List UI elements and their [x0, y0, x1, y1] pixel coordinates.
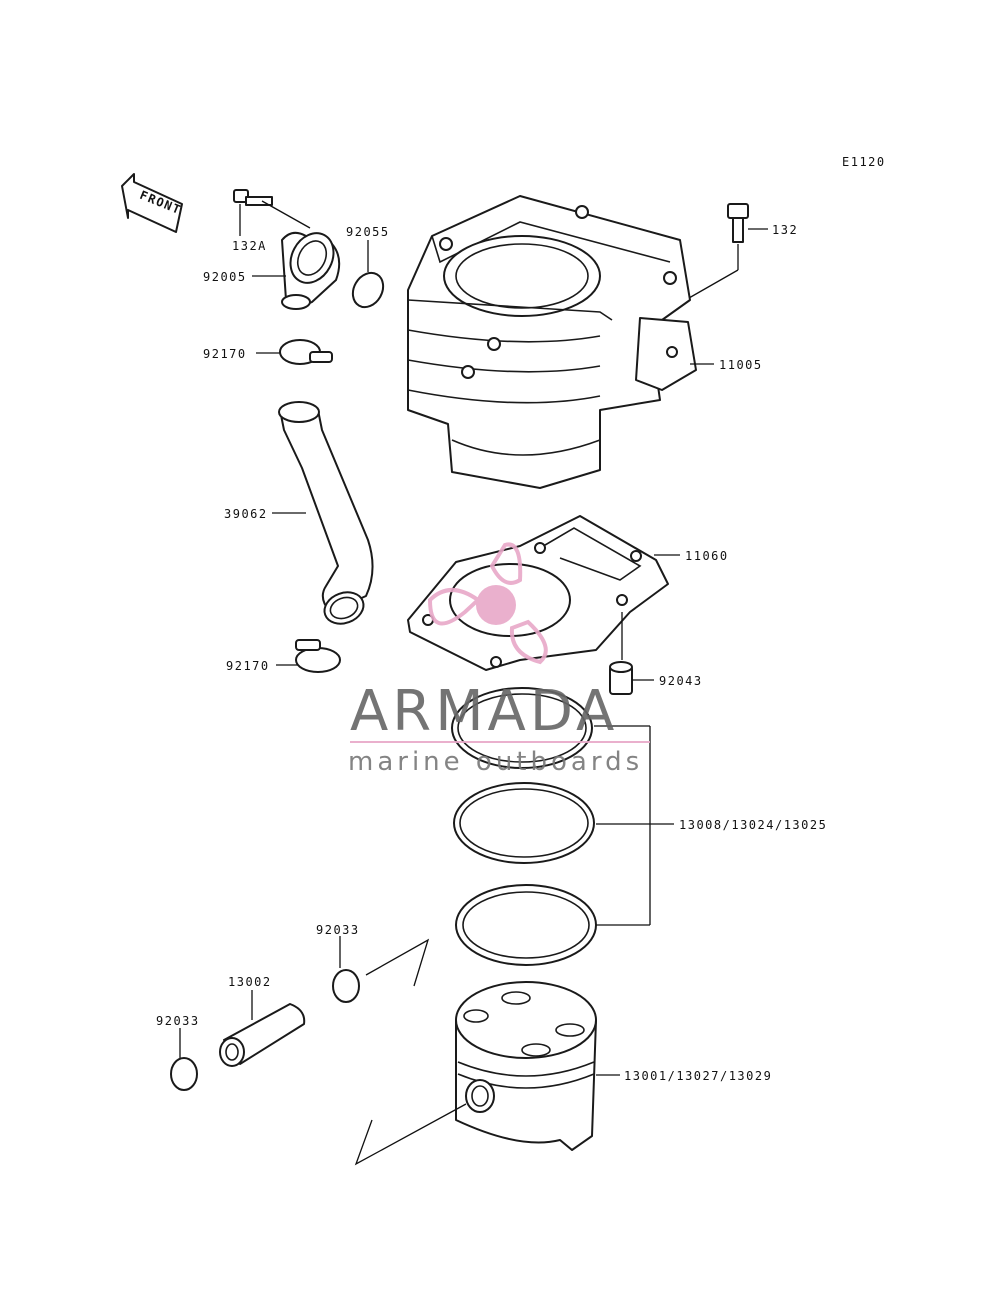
- label-92170-bottom: 92170: [226, 659, 270, 673]
- watermark-logo: ARMADA marine outboards: [348, 542, 650, 777]
- label-92055: 92055: [346, 225, 390, 239]
- circlip-92033-upper: [332, 969, 360, 1003]
- label-92170-top: 92170: [203, 347, 247, 361]
- label-39062: 39062: [224, 507, 268, 521]
- label-92033-upper: 92033: [316, 923, 360, 937]
- label-132: 132: [772, 223, 798, 237]
- circlip-92033-lower: [170, 1057, 198, 1091]
- watermark-subtitle: marine outboards: [348, 747, 643, 777]
- label-piston: 13001/13027/13029: [624, 1069, 772, 1083]
- label-92005: 92005: [203, 270, 247, 284]
- hose-39062: [278, 401, 374, 625]
- gasket-11060: [407, 515, 669, 671]
- label-92043: 92043: [659, 674, 703, 688]
- piston: [455, 981, 597, 1151]
- label-piston-rings: 13008/13024/13025: [679, 818, 827, 832]
- piston-rings: [451, 687, 597, 966]
- bolt-132: [727, 203, 749, 243]
- propeller-icon: [427, 542, 548, 665]
- hose-clamp-bottom: [295, 639, 341, 673]
- label-11005: 11005: [719, 358, 763, 372]
- piston-pin-13002: [219, 1003, 306, 1067]
- hose-clamp-top: [279, 339, 333, 365]
- bolt-132a: [233, 189, 311, 229]
- label-13002: 13002: [228, 975, 272, 989]
- diagram-code: E1120: [842, 155, 886, 169]
- front-arrow-icon: FRONT: [121, 173, 183, 233]
- watermark-title: ARMADA: [350, 679, 618, 744]
- label-11060: 11060: [685, 549, 729, 563]
- label-92033-lower: 92033: [156, 1014, 200, 1028]
- label-132a: 132A: [232, 239, 267, 253]
- water-fitting-92005: [281, 231, 341, 310]
- o-ring-92055: [351, 271, 385, 309]
- cylinder-11005: [407, 195, 697, 489]
